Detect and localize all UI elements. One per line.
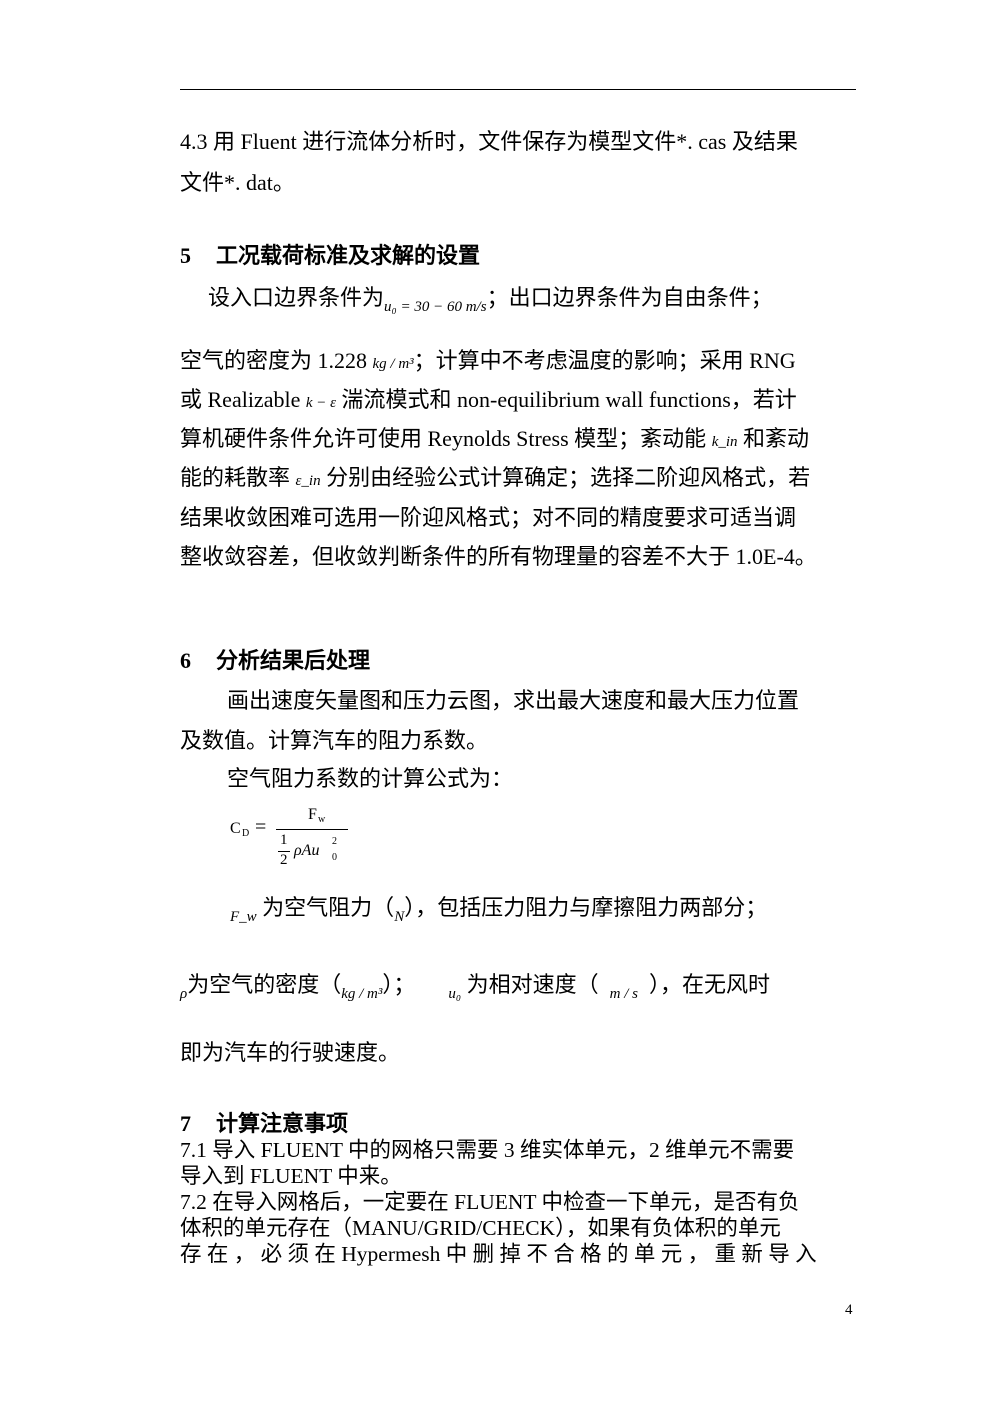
section-title: 计算注意事项 xyxy=(216,1111,349,1136)
velocity-unit: m / s xyxy=(609,986,638,1002)
section-5-line5: 能的耗散率 ε_in 分别由经验公式计算确定；选择二阶迎风格式，若 xyxy=(180,465,811,490)
k-epsilon-formula: k − ε xyxy=(305,395,337,411)
section-number: 5 xyxy=(180,243,191,268)
section-5-line1: 设入口边界条件为u₀ = 30 − 60 m/s；出口边界条件为自由条件； xyxy=(208,285,773,315)
section-5-line3: 或 Realizable k − ε 湍流模式和 non-equilibrium… xyxy=(180,387,797,412)
inlet-velocity-formula: u₀ = 30 − 60 m/s xyxy=(384,299,487,315)
drag-coefficient-formula: C D = F w 1 2 ρAu 2 0 xyxy=(228,806,358,876)
newton-unit: N xyxy=(394,909,405,925)
density-unit: kg / m³ xyxy=(372,356,414,372)
section-7-line2: 导入到 FLUENT 中来。 xyxy=(180,1164,402,1188)
section-5-line7: 整收敛容差，但收敛判断条件的所有物理量的容差不大于 1.0E-4。 xyxy=(180,544,817,569)
section-6-line3: 空气阻力系数的计算公式为： xyxy=(227,766,514,791)
paragraph-4-3-line1: 4.3 用 Fluent 进行流体分析时，文件保存为模型文件*. cas 及结果 xyxy=(180,129,798,154)
section-7-heading: 7 计算注意事项 xyxy=(180,1109,348,1139)
section-5-heading: 5 工况载荷标准及求解的设置 xyxy=(180,241,480,271)
k-in-symbol: k_in xyxy=(711,434,738,450)
section-7-line5: 存 在 ， 必 须 在 Hypermesh 中 删 掉 不 合 格 的 单 元 … xyxy=(180,1242,817,1266)
section-7-line3: 7.2 在导入网格后，一定要在 FLUENT 中检查一下单元，是否有负 xyxy=(180,1190,800,1214)
rho-symbol: ρ xyxy=(180,986,188,1002)
section-5-line6: 结果收敛困难可选用一阶迎风格式；对不同的精度要求可适当调 xyxy=(180,505,797,530)
section-6-heading: 6 分析结果后处理 xyxy=(180,646,370,676)
section-5-line2: 空气的密度为 1.228 kg / m³；计算中不考虑温度的影响；采用 RNG xyxy=(180,348,796,373)
section-6-line2: 及数值。计算汽车的阻力系数。 xyxy=(180,728,489,753)
epsilon-in-symbol: ε_in xyxy=(295,473,321,489)
density-unit: kg / m³ xyxy=(341,986,383,1002)
section-6-line1: 画出速度矢量图和压力云图，求出最大速度和最大压力位置 xyxy=(227,688,800,713)
u0-symbol: u₀ xyxy=(448,986,462,1002)
fw-symbol: F_w xyxy=(230,909,257,925)
rho-u0-definition-line: ρ为空气的密度（kg / m³）； u₀ 为相对速度（ m / s ），在无风时 xyxy=(180,972,770,1002)
page-number: 4 xyxy=(845,1302,853,1318)
section-5-line4: 算机硬件条件允许可使用 Reynolds Stress 模型；紊动能 k_in … xyxy=(180,426,810,451)
fraction-bar xyxy=(276,829,348,830)
header-rule xyxy=(180,89,856,90)
section-number: 6 xyxy=(180,648,191,673)
section-7-line1: 7.1 导入 FLUENT 中的网格只需要 3 维实体单元，2 维单元不需要 xyxy=(180,1138,795,1162)
fw-definition-line: F_w 为空气阻力（N），包括压力阻力与摩擦阻力两部分； xyxy=(230,895,768,925)
section-6-last-line: 即为汽车的行驶速度。 xyxy=(180,1040,401,1065)
paragraph-4-3-line2: 文件*. dat。 xyxy=(180,170,295,195)
section-number: 7 xyxy=(180,1111,191,1136)
section-title: 分析结果后处理 xyxy=(216,648,371,673)
section-7-line4: 体积的单元存在（MANU/GRID/CHECK），如果有负体积的单元 xyxy=(180,1216,781,1240)
section-title: 工况载荷标准及求解的设置 xyxy=(216,243,481,268)
